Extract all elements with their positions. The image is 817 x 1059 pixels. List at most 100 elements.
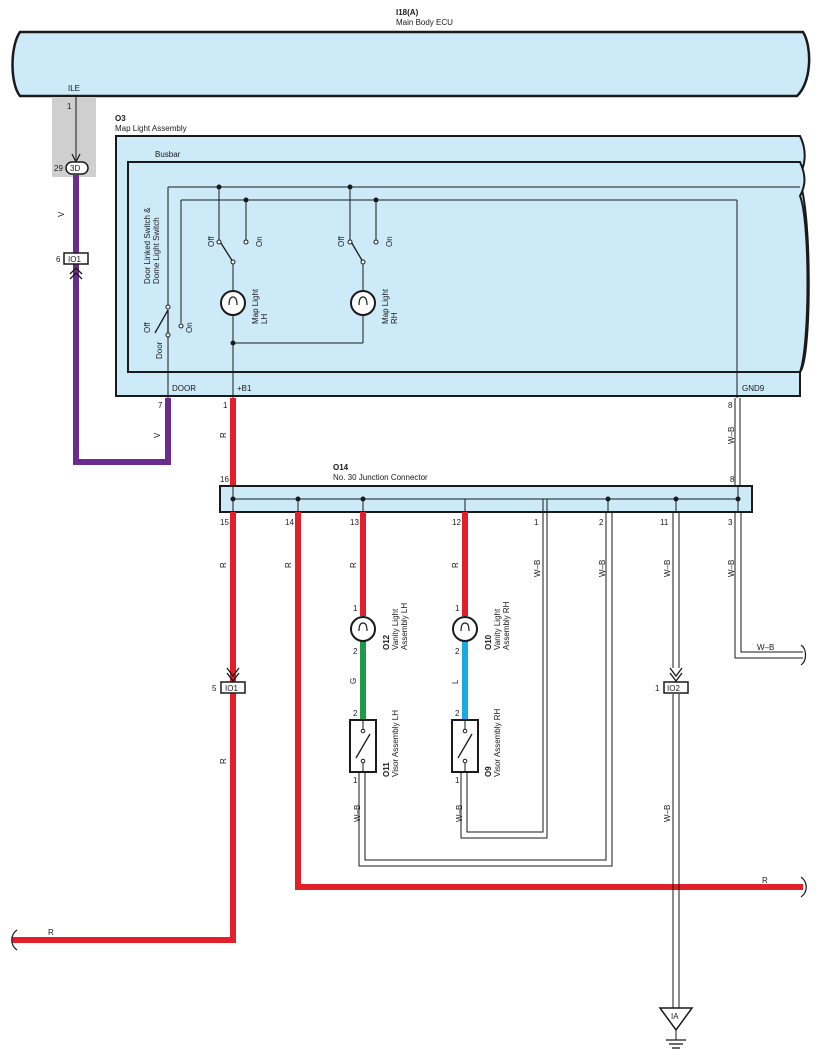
ground-ia: IA — [658, 1007, 694, 1049]
wire-label-wb-ground: W–B — [663, 805, 672, 822]
vanity-lh-name-1: Vanity Light — [391, 608, 400, 650]
pin-b1-1: 1 — [223, 401, 228, 410]
wire-label-r-15b: R — [219, 758, 228, 764]
wire-label-wb-out: W–B — [757, 643, 774, 652]
wire-label-wb-visor-rh: W–B — [455, 805, 464, 822]
connector-io1-top: IO1 6 — [56, 252, 89, 280]
connector-io1-top-pin: 6 — [56, 255, 61, 264]
visor-rh-pin-1: 1 — [455, 776, 460, 785]
wire-label-r-14: R — [284, 562, 293, 568]
wire-label-wb-1: W–B — [533, 560, 542, 577]
o14-pin-12: 12 — [452, 518, 461, 527]
wire-wb-gnd9 — [734, 398, 741, 486]
wire-label-r-left: R — [48, 928, 54, 937]
connector-3d-pin: 29 — [54, 164, 63, 173]
pin-gnd-8: 8 — [728, 401, 733, 410]
vanity-rh-pin-2: 2 — [455, 647, 460, 656]
rh-switch-off: Off — [337, 236, 346, 247]
wire-label-r-b1: R — [219, 432, 228, 438]
junction-dots — [216, 184, 379, 346]
wire-label-wb-2: W–B — [598, 560, 607, 577]
wire-label-r-right: R — [762, 876, 768, 885]
switches — [154, 239, 364, 338]
connector-io1-bottom-label: IO1 — [225, 684, 238, 693]
ground-label: IA — [671, 1012, 679, 1021]
wire-break-left — [11, 929, 18, 951]
o14-name: No. 30 Junction Connector — [333, 473, 428, 482]
junction-dots-o14 — [230, 496, 741, 502]
map-light-lh-label-2: LH — [260, 314, 269, 324]
vanity-lh-pin-2: 2 — [353, 647, 358, 656]
terminal-gnd9: GND9 — [742, 384, 765, 393]
door-switch-off: Off — [143, 322, 152, 333]
map-light-lh-label-1: Map Light — [251, 288, 260, 324]
vanity-lh-id: O12 — [382, 634, 391, 650]
o14-pin-3: 3 — [728, 518, 733, 527]
wire-break-right — [800, 876, 807, 898]
ecu-id: I18(A) — [396, 8, 419, 17]
wire-label-r-13: R — [349, 562, 358, 568]
map-light-lh-bulb — [220, 290, 246, 316]
visor-lh-id: O11 — [382, 762, 391, 777]
vanity-rh-name-1: Vanity Light — [493, 608, 502, 650]
o14-id: O14 — [333, 463, 349, 472]
wire-red-pin15 — [12, 512, 236, 943]
o14-pin-11: 11 — [660, 518, 669, 527]
visor-rh-pin-2: 2 — [455, 709, 460, 718]
connector-io2-label: IO2 — [667, 684, 680, 693]
vanity-light-lh: 1 2 O12 Vanity Light Assembly LH — [350, 603, 409, 656]
pin-door-7: 7 — [158, 401, 163, 410]
o14-pin-2: 2 — [599, 518, 604, 527]
busbar-label: Busbar — [155, 150, 181, 159]
busbar-lines — [167, 186, 800, 398]
vanity-rh-name-2: Assembly RH — [502, 601, 511, 650]
wire-label-l: L — [451, 679, 460, 684]
wire-label-wb-gnd: W–B — [727, 427, 736, 444]
switch-contacts — [165, 239, 379, 338]
wire-break-wb-right — [800, 644, 807, 666]
door-switch-on: On — [185, 322, 194, 333]
lh-switch-off: Off — [207, 236, 216, 247]
visor-lh-name: Visor Assembly LH — [391, 710, 400, 777]
visor-rh-id: O9 — [484, 766, 493, 777]
door-switch-door: Door — [155, 341, 164, 359]
vanity-lh-name-2: Assembly LH — [400, 603, 409, 650]
wire-red-pin14 — [295, 512, 803, 890]
rh-switch-on: On — [385, 236, 394, 247]
switch-label-line2: Dome Light Switch — [152, 217, 161, 284]
vanity-rh-id: O10 — [484, 634, 493, 650]
ecu-pin-1: 1 — [67, 102, 72, 111]
ecu-terminal-ile: ILE — [68, 84, 80, 93]
connector-io1-bottom: IO1 5 — [212, 667, 246, 694]
connector-io1-bottom-pin: 5 — [212, 684, 217, 693]
visor-lh-pin-1: 1 — [353, 776, 358, 785]
terminal-door: DOOR — [172, 384, 196, 393]
visor-rh-name: Visor Assembly RH — [493, 708, 502, 777]
map-light-assembly: O3 Map Light Assembly Busbar — [115, 114, 810, 397]
switch-label-line1: Door Linked Switch & — [143, 207, 152, 284]
visor-assembly-lh: 2 1 O11 Visor Assembly LH — [349, 709, 400, 785]
wire-violet — [73, 175, 171, 465]
ecu-name: Main Body ECU — [396, 18, 453, 27]
map-light-rh-label-1: Map Light — [381, 288, 390, 324]
o14-pin-8: 8 — [730, 475, 735, 484]
connector-3d-label: 3D — [70, 164, 80, 173]
connector-3d: 3D 29 — [54, 161, 89, 175]
visor-assembly-rh: 2 1 O9 Visor Assembly RH — [451, 708, 502, 785]
o3-id: O3 — [115, 114, 126, 123]
main-body-ecu: I18(A) Main Body ECU — [11, 8, 811, 98]
o14-pin-16: 16 — [220, 475, 229, 484]
o3-name: Map Light Assembly — [115, 124, 187, 133]
wire-label-r-15: R — [219, 562, 228, 568]
visor-lh-pin-2: 2 — [353, 709, 358, 718]
lh-switch-on: On — [255, 236, 264, 247]
wire-label-g: G — [349, 678, 358, 684]
wire-label-r-12: R — [451, 562, 460, 568]
map-light-rh-bulb — [350, 290, 376, 316]
map-light-rh-label-2: RH — [390, 312, 399, 324]
connector-io2: IO2 1 — [655, 667, 689, 694]
wire-label-wb-11: W–B — [663, 560, 672, 577]
o14-pin-1: 1 — [534, 518, 539, 527]
wire-label-v-bottom: V — [153, 432, 162, 438]
